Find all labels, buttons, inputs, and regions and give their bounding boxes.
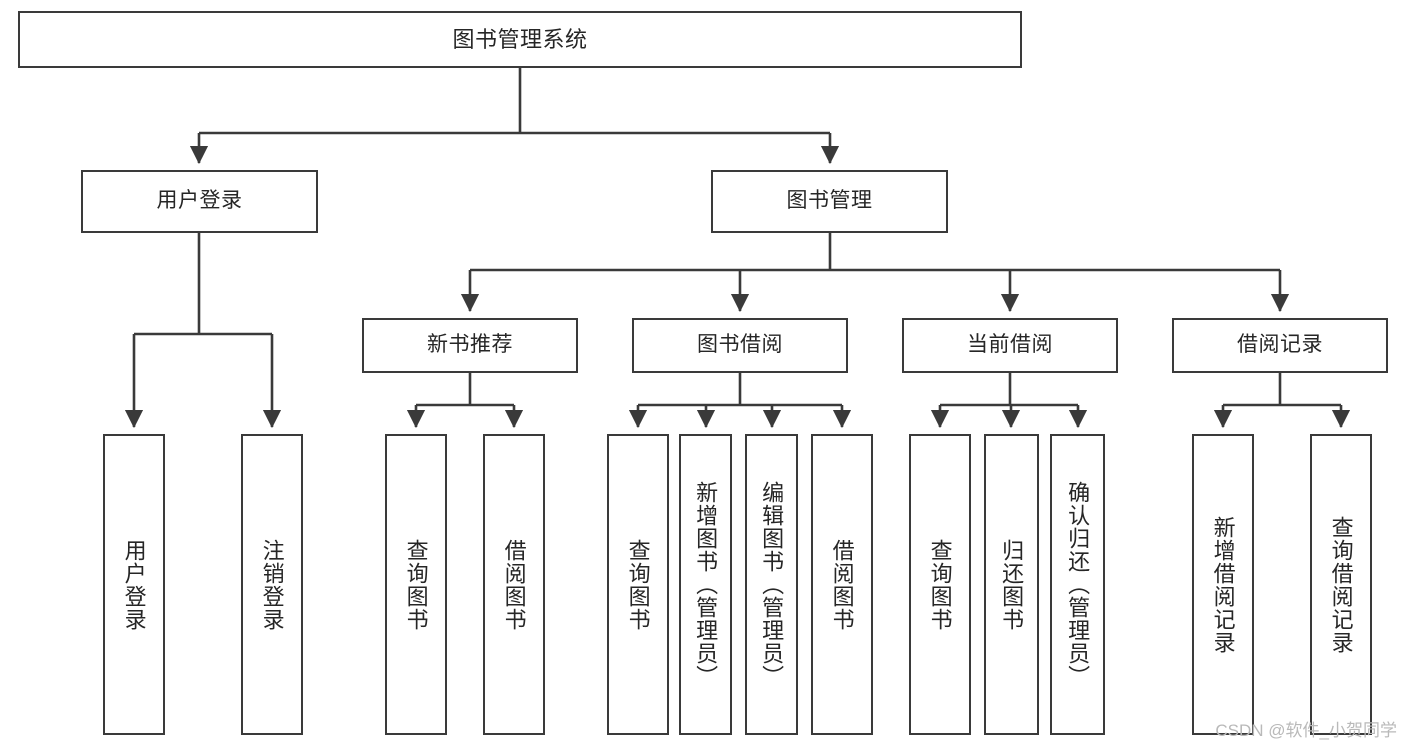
leaf-borrow-book-1-label: 借阅图书 xyxy=(501,538,527,631)
leaf-query-book-1[interactable]: 查询图书 xyxy=(385,434,447,735)
node-root-label: 图书管理系统 xyxy=(452,26,588,52)
node-current-borrow[interactable]: 当前借阅 xyxy=(902,318,1118,373)
leaf-logout-label: 注销登录 xyxy=(259,538,285,631)
leaf-user-login-label: 用户登录 xyxy=(121,538,147,631)
leaf-add-record-label: 新增借阅记录 xyxy=(1210,515,1236,654)
leaf-edit-book[interactable]: 编辑图书（管理员） xyxy=(745,434,798,735)
node-borrow-record[interactable]: 借阅记录 xyxy=(1172,318,1388,373)
leaf-query-book-3[interactable]: 查询图书 xyxy=(909,434,971,735)
leaf-return-book-label: 归还图书 xyxy=(999,538,1025,631)
leaf-query-record[interactable]: 查询借阅记录 xyxy=(1310,434,1372,735)
leaf-add-book-label: 新增图书（管理员） xyxy=(693,481,719,688)
node-book-manage[interactable]: 图书管理 xyxy=(711,170,948,233)
leaf-user-login[interactable]: 用户登录 xyxy=(103,434,165,735)
node-new-book-rec[interactable]: 新书推荐 xyxy=(362,318,578,373)
node-new-book-rec-label: 新书推荐 xyxy=(427,333,513,357)
node-user-login-label: 用户登录 xyxy=(156,189,243,213)
node-book-borrow[interactable]: 图书借阅 xyxy=(632,318,848,373)
leaf-query-book-2-label: 查询图书 xyxy=(625,538,651,631)
leaf-borrow-book-1[interactable]: 借阅图书 xyxy=(483,434,545,735)
leaf-logout[interactable]: 注销登录 xyxy=(241,434,303,735)
leaf-confirm-return-label: 确认归还（管理员） xyxy=(1065,481,1091,688)
leaf-confirm-return[interactable]: 确认归还（管理员） xyxy=(1050,434,1105,735)
leaf-add-record[interactable]: 新增借阅记录 xyxy=(1192,434,1254,735)
leaf-borrow-book-2[interactable]: 借阅图书 xyxy=(811,434,873,735)
leaf-edit-book-label: 编辑图书（管理员） xyxy=(759,481,785,688)
node-current-borrow-label: 当前借阅 xyxy=(967,333,1053,357)
leaf-query-record-label: 查询借阅记录 xyxy=(1328,515,1354,654)
leaf-return-book[interactable]: 归还图书 xyxy=(984,434,1039,735)
leaf-query-book-3-label: 查询图书 xyxy=(927,538,953,631)
leaf-add-book[interactable]: 新增图书（管理员） xyxy=(679,434,732,735)
leaf-query-book-2[interactable]: 查询图书 xyxy=(607,434,669,735)
node-root[interactable]: 图书管理系统 xyxy=(18,11,1022,68)
leaf-borrow-book-2-label: 借阅图书 xyxy=(829,538,855,631)
node-book-manage-label: 图书管理 xyxy=(786,189,873,213)
node-borrow-record-label: 借阅记录 xyxy=(1237,333,1323,357)
leaf-query-book-1-label: 查询图书 xyxy=(403,538,429,631)
csdn-watermark: CSDN @软件_小贺同学 xyxy=(1215,721,1397,740)
node-book-borrow-label: 图书借阅 xyxy=(697,333,783,357)
node-user-login[interactable]: 用户登录 xyxy=(81,170,318,233)
